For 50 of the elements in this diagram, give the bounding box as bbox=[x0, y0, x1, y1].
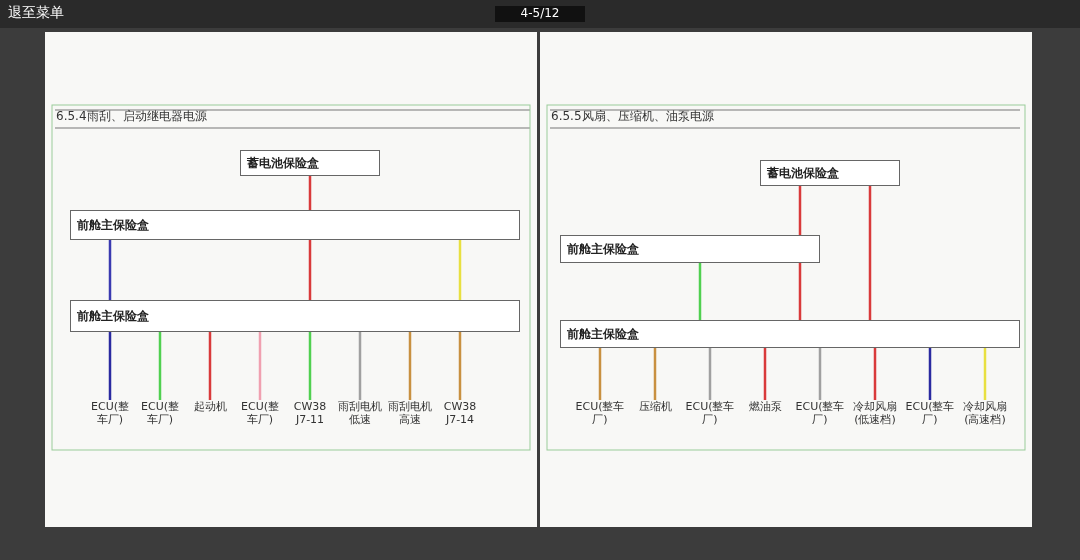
wire bbox=[308, 176, 312, 210]
wire bbox=[598, 348, 602, 400]
wire bbox=[308, 240, 312, 300]
wire bbox=[868, 186, 872, 320]
wire bbox=[108, 240, 112, 300]
section-title: 6.5.4雨刮、启动继电器电源 bbox=[56, 108, 208, 125]
section-title: 6.5.5风扇、压缩机、油泵电源 bbox=[551, 108, 715, 125]
wire bbox=[708, 348, 712, 400]
wire bbox=[208, 332, 212, 400]
wire bbox=[798, 263, 802, 320]
terminal-label: ECU(整车厂) bbox=[236, 400, 284, 426]
terminal-label: ECU(整车厂) bbox=[574, 400, 626, 426]
fuse-box: 前舱主保险盒 bbox=[70, 210, 520, 240]
terminal-label: 燃油泵 bbox=[739, 400, 791, 420]
terminal-label: 冷却风扇(高速档) bbox=[959, 400, 1011, 426]
wire bbox=[258, 332, 262, 400]
wire bbox=[763, 348, 767, 400]
back-link: 退至菜单 bbox=[8, 4, 65, 22]
wire bbox=[158, 332, 162, 400]
wire bbox=[983, 348, 987, 400]
fuse-box: 蓄电池保险盒 bbox=[240, 150, 380, 176]
terminal-label: ECU(整车厂) bbox=[86, 400, 134, 426]
wire bbox=[818, 348, 822, 400]
terminal-label: 压缩机 bbox=[629, 400, 681, 420]
terminal-label: 起动机 bbox=[186, 400, 234, 420]
wire bbox=[458, 240, 462, 300]
wire bbox=[873, 348, 877, 400]
terminal-label: ECU(整车厂) bbox=[794, 400, 846, 426]
terminal-label: 雨刮电机低速 bbox=[336, 400, 384, 426]
page-number: 4-5/12 bbox=[495, 6, 585, 22]
fuse-box: 蓄电池保险盒 bbox=[760, 160, 900, 186]
wire bbox=[928, 348, 932, 400]
wire bbox=[458, 332, 462, 400]
terminal-label: 雨刮电机高速 bbox=[386, 400, 434, 426]
terminal-label: ECU(整车厂) bbox=[136, 400, 184, 426]
fuse-box: 前舱主保险盒 bbox=[560, 320, 1020, 348]
wire bbox=[358, 332, 362, 400]
wire bbox=[108, 332, 112, 400]
wire bbox=[698, 263, 702, 320]
wire bbox=[308, 332, 312, 400]
terminal-label: CW38 J7-11 bbox=[286, 400, 334, 426]
terminal-label: ECU(整车厂) bbox=[904, 400, 956, 426]
wire bbox=[408, 332, 412, 400]
fuse-box: 前舱主保险盒 bbox=[560, 235, 820, 263]
wire bbox=[798, 186, 802, 235]
terminal-label: ECU(整车厂) bbox=[684, 400, 736, 426]
terminal-label: 冷却风扇(低速档) bbox=[849, 400, 901, 426]
fuse-box: 前舱主保险盒 bbox=[70, 300, 520, 332]
wire bbox=[653, 348, 657, 400]
terminal-label: CW38 J7-14 bbox=[436, 400, 484, 426]
